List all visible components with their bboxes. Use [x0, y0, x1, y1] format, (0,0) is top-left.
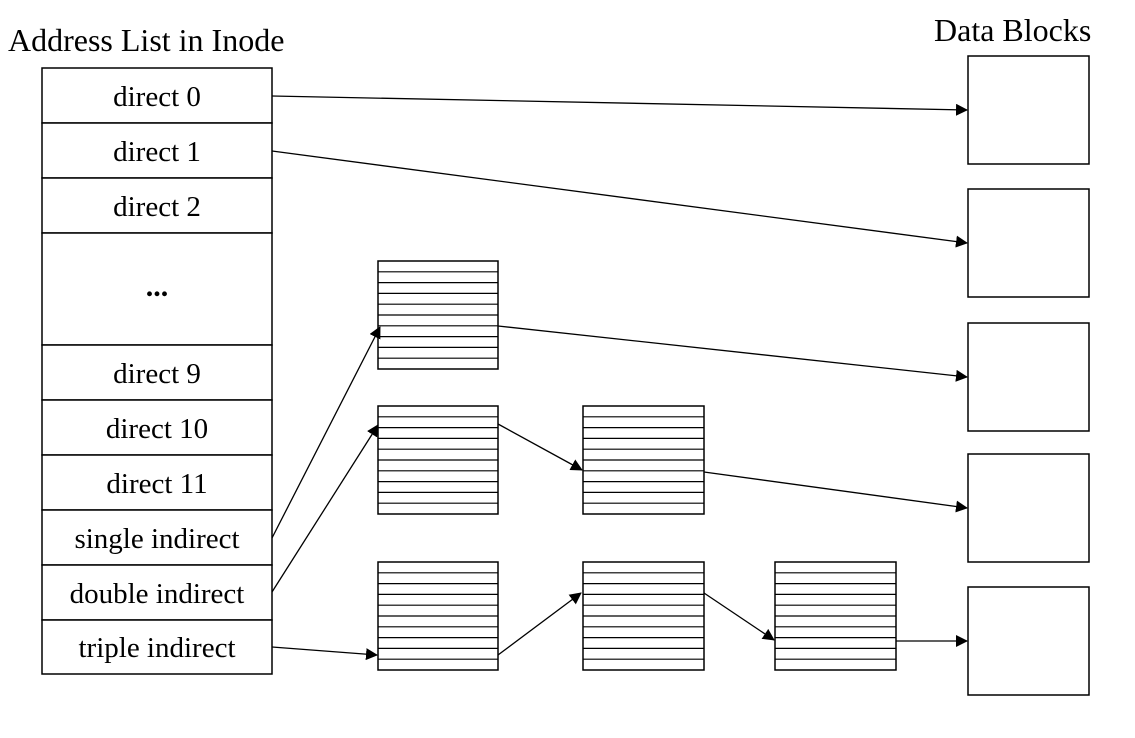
inode-entry-label: direct 2 [113, 191, 201, 223]
data-block-4 [967, 453, 1090, 563]
inode-entry-label: direct 1 [113, 136, 201, 168]
inode-cell-single-indirect [41, 509, 273, 566]
pointer-arrows [271, 95, 968, 661]
arrow-direct-0 [271, 95, 968, 116]
indirect-block-single [377, 260, 499, 370]
indirect-block-triple-3 [774, 561, 897, 671]
inode-address-list: direct 0 direct 1 direct 2 ... direct 9 … [41, 67, 273, 675]
inode-cell-direct-1 [41, 122, 273, 179]
inode-cell-direct-10 [41, 399, 273, 456]
data-block-5 [967, 586, 1090, 696]
inode-title: Address List in Inode [8, 22, 284, 58]
arrow-double-indirect [271, 424, 379, 593]
inode-cell-ellipsis [41, 232, 273, 346]
inode-entry-label: double indirect [70, 578, 245, 610]
indirect-block-double-2 [582, 405, 705, 515]
inode-cell-direct-0 [41, 67, 273, 124]
indirect-blocks [377, 260, 897, 671]
inode-entry-label: ... [146, 270, 169, 303]
inode-entry-label: direct 9 [113, 358, 201, 390]
arrow-single-indirect [271, 326, 381, 539]
arrow-single-to-data [497, 325, 968, 382]
data-blocks [967, 55, 1090, 696]
arrow-double-to-data [703, 471, 968, 513]
inode-cell-triple-indirect [41, 619, 273, 675]
data-block-1 [967, 55, 1090, 165]
data-block-3 [967, 322, 1090, 432]
arrow-triple-indirect [271, 646, 378, 661]
indirect-block-double-1 [377, 405, 499, 515]
inode-entry-label: direct 0 [113, 81, 201, 113]
inode-entry-label: direct 10 [106, 413, 208, 445]
inode-cell-direct-2 [41, 177, 273, 234]
arrow-triple-level-2 [703, 592, 775, 641]
data-blocks-title: Data Blocks [934, 12, 1091, 48]
inode-entry-label: direct 11 [106, 468, 207, 500]
arrow-double-level-1 [497, 423, 583, 471]
inode-entry-label: single indirect [74, 523, 239, 555]
indirect-block-triple-1 [377, 561, 499, 671]
arrow-triple-level-1 [497, 592, 582, 656]
inode-entry-label: triple indirect [78, 632, 235, 664]
data-block-2 [967, 188, 1090, 298]
indirect-block-triple-2 [582, 561, 705, 671]
arrow-direct-1 [271, 150, 968, 248]
